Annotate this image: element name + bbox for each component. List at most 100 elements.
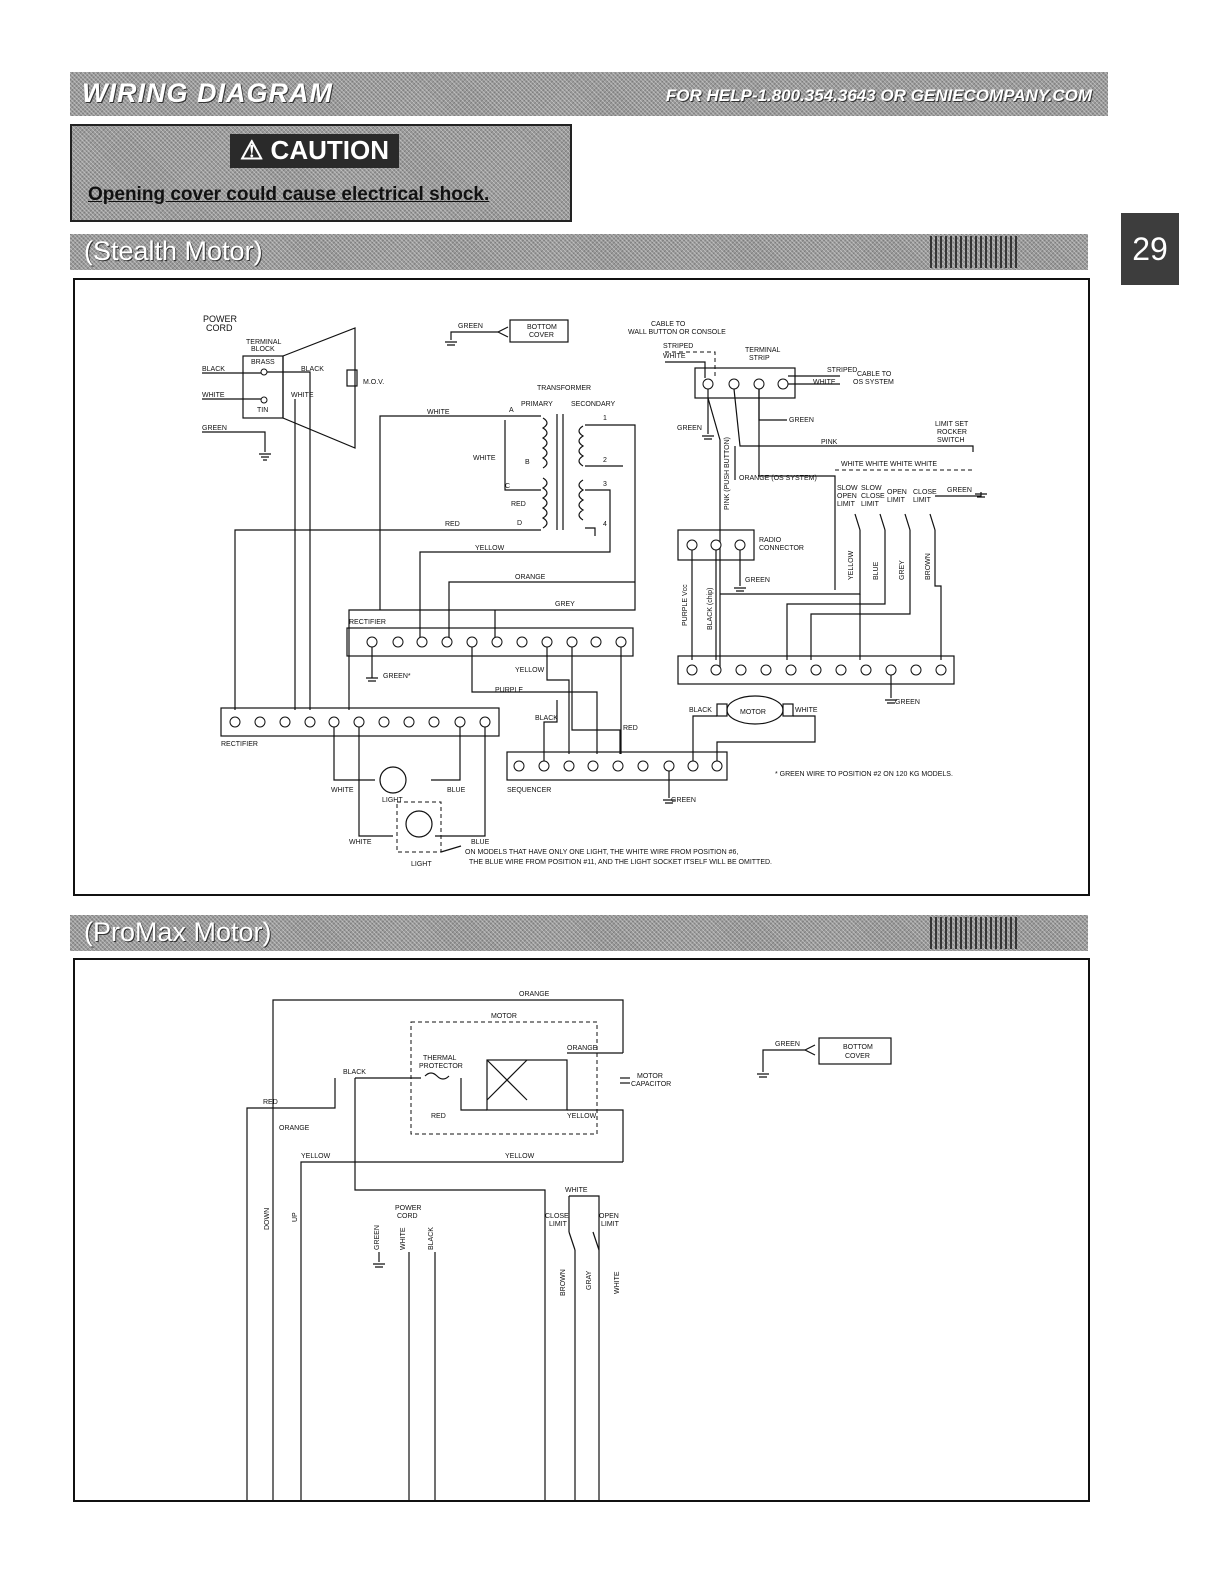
cable-wall-label: CABLE TO <box>651 321 686 328</box>
tin-terminal <box>260 396 268 404</box>
tap-d-label: D <box>517 520 522 527</box>
page-number: 29 <box>1121 213 1179 285</box>
page-title: WIRING DIAGRAM <box>82 78 333 108</box>
purple-vcc-label: PURPLE Vcc <box>682 584 689 626</box>
stealth-note-line1: ON MODELS THAT HAVE ONLY ONE LIGHT, THE … <box>465 849 738 856</box>
primary-label: PRIMARY <box>521 401 553 408</box>
black-motor-label: BLACK <box>689 707 712 714</box>
terminal-strip <box>694 367 796 399</box>
bottom-cover-box-promax <box>818 1037 892 1065</box>
radio-label: RADIO <box>759 537 782 544</box>
up-label: UP <box>292 1212 299 1222</box>
limit-switch-label: LIMIT SET <box>935 421 969 428</box>
open-limit-label-2: LIMIT <box>601 1221 620 1228</box>
green-limit-label: GREEN <box>947 487 972 494</box>
radio-label-2: CONNECTOR <box>759 545 804 552</box>
terminal-strip-label: TERMINAL <box>745 347 781 354</box>
thermal-protector-icon <box>424 1072 450 1080</box>
thermal-label: THERMAL <box>423 1055 457 1062</box>
caution-box: ⚠ CAUTION Opening cover could cause elec… <box>70 124 572 222</box>
light-socket-2 <box>396 801 442 853</box>
grey-limit-label: GREY <box>899 560 906 580</box>
light-bulb-2 <box>405 810 433 838</box>
page-header: WIRING DIAGRAM FOR HELP-1.800.354.3643 O… <box>70 72 1108 116</box>
bottom-cover-label: BOTTOM <box>527 324 557 331</box>
svg-text:SLOW: SLOW <box>837 485 858 492</box>
white-open-label: WHITE <box>614 1271 621 1294</box>
white-motor-label: WHITE <box>795 707 818 714</box>
power-cord-label: POWER <box>203 314 238 324</box>
secondary-label: SECONDARY <box>571 401 616 408</box>
svg-text:LIMIT: LIMIT <box>861 501 880 508</box>
tap-b-label: B <box>525 459 530 466</box>
footnote-green: * GREEN WIRE TO POSITION #2 ON 120 KG MO… <box>775 771 953 778</box>
svg-text:LIMIT: LIMIT <box>837 501 856 508</box>
striped-os-label: STRIPED <box>827 367 857 374</box>
svg-text:CLOSE: CLOSE <box>913 489 937 496</box>
white-light-label-2: WHITE <box>349 839 372 846</box>
close-limit-label: CLOSE <box>545 1213 569 1220</box>
green-cord-label: GREEN <box>374 1225 381 1250</box>
caution-message: Opening cover could cause electrical sho… <box>88 184 490 205</box>
ground-icon <box>445 341 457 346</box>
purple-label: PURPLE <box>495 687 523 694</box>
black-promax-label: BLACK <box>343 1069 366 1076</box>
green-ts-label: GREEN <box>677 425 702 432</box>
caution-label: CAUTION <box>270 135 389 165</box>
svg-text:CLOSE: CLOSE <box>861 493 885 500</box>
yellow-left-label: YELLOW <box>301 1153 331 1160</box>
light-label-2: LIGHT <box>411 861 432 868</box>
white-limit-label: WHITE <box>565 1187 588 1194</box>
red-seq-label: RED <box>623 725 638 732</box>
tap-3-label: 3 <box>603 481 607 488</box>
orange-motor-label: ORANGE <box>567 1045 598 1052</box>
white-os-label: WHITE <box>813 379 836 386</box>
red-motor-label: RED <box>431 1113 446 1120</box>
light-bulb-1 <box>379 766 407 794</box>
ground-icon <box>259 453 271 461</box>
thermal-label-2: PROTECTOR <box>419 1063 463 1070</box>
black-cord-label: BLACK <box>428 1227 435 1250</box>
white4-label: WHITE WHITE WHITE WHITE <box>841 461 937 468</box>
capacitor-label: MOTOR <box>637 1073 663 1080</box>
terminal-strip-label-2: STRIP <box>749 355 770 362</box>
close-limit-switch <box>568 1231 576 1251</box>
transformer-secondary-coil <box>578 425 585 521</box>
light-label-1: LIGHT <box>382 797 403 804</box>
sequencer-label: SEQUENCER <box>507 787 551 794</box>
green-radio-label: GREEN <box>745 577 770 584</box>
stealth-note-line2: THE BLUE WIRE FROM POSITION #11, AND THE… <box>469 859 772 866</box>
gray-label: GRAY <box>586 1270 593 1290</box>
stealth-section-header: (Stealth Motor) <box>70 234 1088 270</box>
red-promax-label: RED <box>263 1099 278 1106</box>
header-bars <box>930 236 1020 268</box>
capacitor-label-2: CAPACITOR <box>631 1081 671 1088</box>
striped-label: STRIPED <box>663 343 693 350</box>
rectifier-bottom-strip <box>220 707 500 737</box>
tap-c-label: C <box>505 483 510 490</box>
svg-text:LIMIT: LIMIT <box>887 497 906 504</box>
open-limit-switch <box>592 1231 600 1251</box>
orange-top-label: ORANGE <box>519 991 550 998</box>
motor-winding <box>486 1059 528 1101</box>
white-cord-label: WHITE <box>400 1227 407 1250</box>
orange-promax-label: ORANGE <box>279 1125 310 1132</box>
blue-light-label-2: BLUE <box>471 839 490 846</box>
yellow-limit-label: YELLOW <box>848 550 855 580</box>
limit-switches <box>854 513 936 531</box>
right-terminal-strip <box>677 655 955 685</box>
black-wire-label-2: BLACK <box>301 366 324 373</box>
stealth-diagram-panel: POWER CORD TERMINAL BLOCK BRASS TIN BLAC… <box>73 278 1090 896</box>
tap-a-label: A <box>509 407 514 414</box>
open-limit-label: OPEN <box>599 1213 619 1220</box>
promax-section-title: (ProMax Motor) <box>84 917 272 947</box>
tap-1-label: 1 <box>603 415 607 422</box>
motor-label: MOTOR <box>740 709 766 716</box>
caution-tag: ⚠ CAUTION <box>230 134 399 168</box>
black-seq-label: BLACK <box>535 715 558 722</box>
terminal-block-label: TERMINAL <box>246 339 282 346</box>
red-label-transformer: RED <box>511 501 526 508</box>
mov-component <box>346 369 358 387</box>
blue-limit-label: BLUE <box>873 561 880 580</box>
stealth-section-title: (Stealth Motor) <box>84 236 263 266</box>
